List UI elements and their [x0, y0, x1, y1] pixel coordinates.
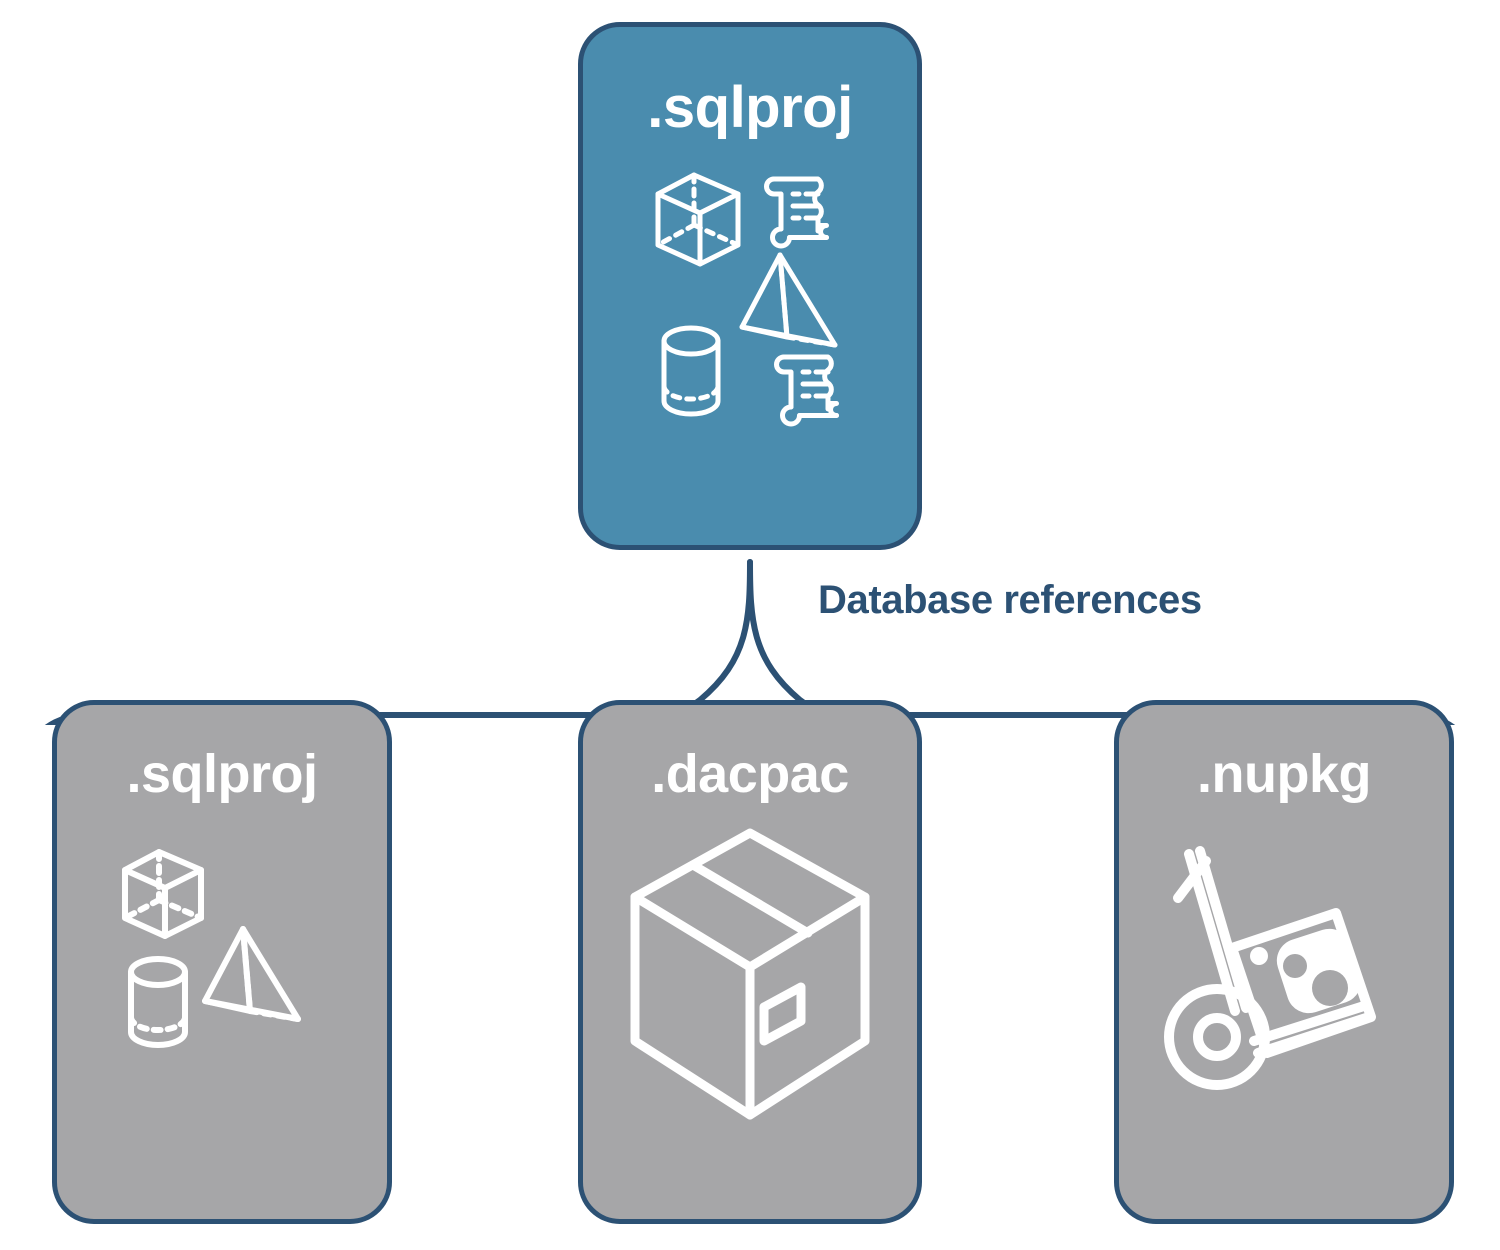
root-card-label: .sqlproj: [647, 75, 853, 140]
scroll-icon: [764, 176, 829, 249]
pyramid-icon: [739, 252, 838, 348]
cube-icon: [655, 172, 741, 267]
cube-icon: [122, 849, 204, 939]
root-card-sqlproj[interactable]: .sqlproj: [578, 22, 922, 550]
reference-card-dacpac[interactable]: .dacpac: [578, 700, 922, 1224]
reference-card-label: .sqlproj: [126, 744, 318, 804]
reference-card-artwork: [57, 845, 387, 1105]
cylinder-icon: [128, 956, 188, 1048]
reference-card-sqlproj[interactable]: .sqlproj: [52, 700, 392, 1224]
reference-card-nupkg[interactable]: .nupkg: [1114, 700, 1454, 1224]
cylinder-icon: [661, 325, 721, 417]
root-card-artwork: [583, 167, 917, 457]
reference-card-artwork: [583, 825, 917, 1155]
hand-truck-icon: [1164, 846, 1376, 1090]
package-box-icon: [630, 828, 870, 1120]
database-references-connector: [44, 559, 1456, 725]
reference-card-label: .dacpac: [651, 744, 849, 804]
reference-card-artwork: [1119, 825, 1449, 1165]
scroll-icon: [774, 354, 839, 427]
reference-card-label: .nupkg: [1197, 744, 1371, 804]
connector-label: Database references: [818, 578, 1202, 622]
pyramid-icon: [202, 926, 301, 1022]
